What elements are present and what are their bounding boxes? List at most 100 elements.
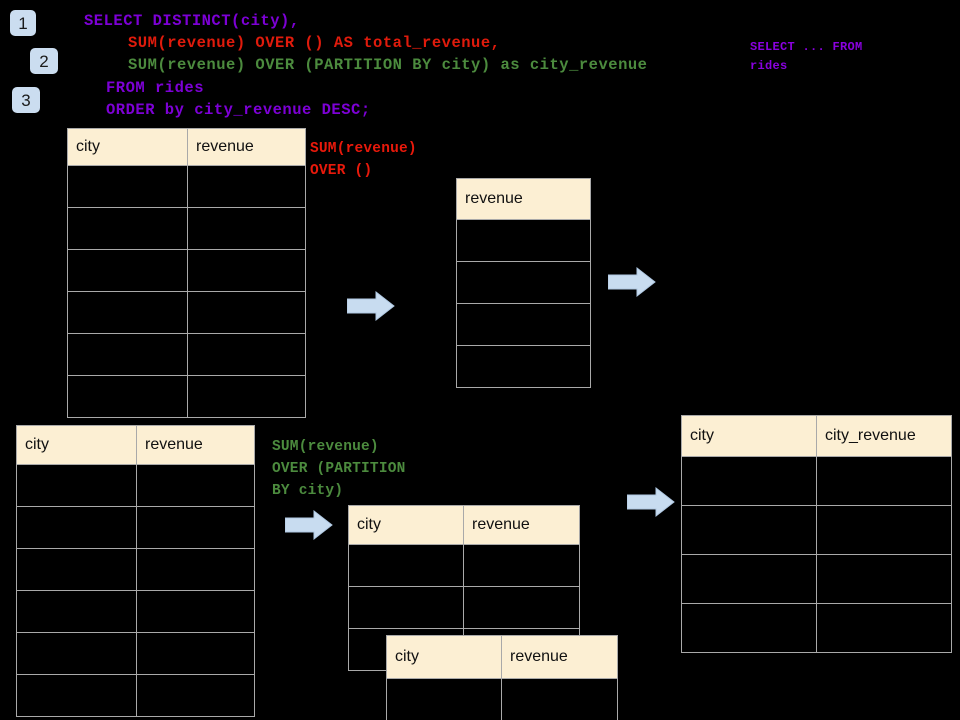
column-header-city: city: [348, 505, 464, 545]
table-row: [456, 219, 591, 262]
cell-city: [348, 544, 464, 587]
table-row: [67, 165, 306, 208]
table-row: [456, 303, 591, 346]
cell-city: [67, 291, 188, 334]
cell-city: [16, 632, 137, 675]
arrow-right-icon-partition-to-final: [627, 486, 675, 518]
sql-line-select-distinct: SELECT DISTINCT(city),: [84, 12, 300, 30]
sql-line-sum-over-empty: SUM(revenue) OVER () AS total_revenue,: [128, 34, 501, 52]
cell-revenue: [456, 261, 591, 304]
cell-city: [16, 590, 137, 633]
table-header-row: city revenue: [386, 635, 618, 679]
cell-revenue: [463, 544, 580, 587]
column-header-city: city: [67, 128, 188, 166]
cell-city: [67, 249, 188, 292]
cell-city: [348, 586, 464, 629]
sql-line-order-by: ORDER by city_revenue DESC;: [106, 101, 371, 119]
table-row: [16, 632, 255, 675]
step-badge-2: 2: [30, 48, 58, 74]
cell-revenue: [187, 333, 306, 376]
cell-city: [681, 554, 817, 604]
cell-city: [681, 603, 817, 653]
table-row: [348, 544, 580, 587]
cell-revenue: [136, 590, 255, 633]
column-header-revenue: revenue: [501, 635, 618, 679]
table-partition-group-b: city revenue: [386, 635, 618, 720]
column-header-revenue: revenue: [463, 505, 580, 545]
arrow-right-icon-total-to-final: [608, 266, 656, 298]
cell-revenue: [456, 345, 591, 388]
cell-city-revenue: [816, 505, 952, 555]
table-header-row: city revenue: [16, 425, 255, 465]
cell-city: [67, 207, 188, 250]
cell-city-revenue: [816, 603, 952, 653]
cell-city: [16, 506, 137, 549]
table-row: [16, 464, 255, 507]
arrow-right-icon-source-to-total: [347, 290, 395, 322]
cell-revenue: [456, 303, 591, 346]
cell-city: [16, 674, 137, 717]
cell-city: [67, 375, 188, 418]
cell-city: [67, 333, 188, 376]
column-header-revenue: revenue: [136, 425, 255, 465]
table-row: [681, 456, 952, 506]
cell-city: [681, 456, 817, 506]
annotation-sum-over-partition: SUM(revenue) OVER (PARTITION BY city): [272, 439, 406, 499]
cell-revenue: [187, 207, 306, 250]
cell-revenue: [136, 674, 255, 717]
table-row: [456, 345, 591, 388]
cell-revenue: [136, 632, 255, 675]
cell-city-revenue: [816, 456, 952, 506]
arrow-right-icon-source-to-partition: [285, 509, 333, 541]
table-row: [67, 207, 306, 250]
cell-city: [386, 678, 502, 720]
table-row: [386, 678, 618, 720]
cell-revenue: [136, 548, 255, 591]
cell-city-revenue: [816, 554, 952, 604]
column-header-revenue: revenue: [456, 178, 591, 220]
table-row: [16, 506, 255, 549]
column-header-revenue: revenue: [187, 128, 306, 166]
cell-revenue: [501, 678, 618, 720]
table-header-row: revenue: [456, 178, 591, 220]
table-row: [67, 333, 306, 376]
cell-revenue: [187, 165, 306, 208]
cell-revenue: [187, 249, 306, 292]
table-row: [67, 291, 306, 334]
table-row: [681, 505, 952, 555]
table-row: [16, 590, 255, 633]
table-header-row: city revenue: [348, 505, 580, 545]
table-row: [348, 586, 580, 629]
table-row: [67, 375, 306, 418]
cell-city: [681, 505, 817, 555]
column-header-city: city: [681, 415, 817, 457]
column-header-city-revenue: city_revenue: [816, 415, 952, 457]
table-row: [16, 674, 255, 717]
table-final-result: city city_revenue: [681, 415, 952, 653]
cell-city: [16, 548, 137, 591]
cell-city: [16, 464, 137, 507]
step-badge-1: 1: [10, 10, 36, 36]
table-rides-source-bottom: city revenue: [16, 425, 255, 717]
sidenote-select-from-rides: SELECT ... FROM rides: [750, 40, 863, 73]
table-header-row: city revenue: [67, 128, 306, 166]
cell-city: [67, 165, 188, 208]
table-rides-source-top: city revenue: [67, 128, 306, 418]
cell-revenue: [136, 506, 255, 549]
cell-revenue: [187, 375, 306, 418]
table-row: [16, 548, 255, 591]
sql-line-from-rides: FROM rides: [106, 79, 205, 97]
cell-revenue: [456, 219, 591, 262]
table-row: [681, 603, 952, 653]
table-row: [67, 249, 306, 292]
column-header-city: city: [386, 635, 502, 679]
cell-revenue: [187, 291, 306, 334]
table-header-row: city city_revenue: [681, 415, 952, 457]
table-total-revenue: revenue: [456, 178, 591, 388]
step-badge-3: 3: [12, 87, 40, 113]
table-row: [456, 261, 591, 304]
cell-revenue: [136, 464, 255, 507]
column-header-city: city: [16, 425, 137, 465]
cell-revenue: [463, 586, 580, 629]
